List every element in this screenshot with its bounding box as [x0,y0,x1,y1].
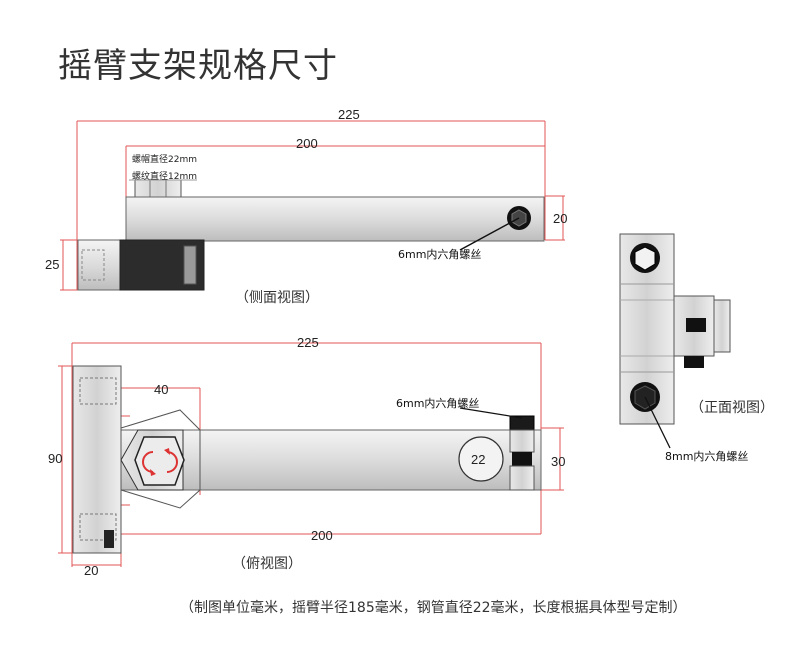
top-dim-arm: 200 [311,528,333,543]
side-dim-total: 225 [338,107,360,122]
top-screw-label: 6mm内六角螺丝 [396,396,479,410]
top-dim-plate-height: 90 [48,451,62,466]
side-view: 225 200 20 25 螺帽直径22mm 螺纹直径12mm 6mm内六角螺 [45,107,567,291]
top-dim-hex-width: 40 [154,382,168,397]
top-hex-nut [134,436,185,486]
front-screw-label: 8mm内六角螺丝 [665,449,748,463]
top-dim-plate-width: 20 [84,563,98,578]
top-dim-ring: 22 [471,452,485,467]
top-base-plate [72,365,122,554]
top-view: 225 200 90 20 40 40 25 30 [48,335,565,578]
top-ring [458,436,504,482]
side-dim-height-block: 25 [45,257,59,272]
note-thread-diameter: 螺纹直径12mm [132,170,197,182]
note-head-diameter: 螺帽直径22mm [132,153,197,165]
side-arm [125,196,545,242]
front-view: （正面视图） 8mm内六角螺丝 [619,233,774,463]
side-bolt-head [134,179,182,199]
top-view-caption: （俯视图） [232,556,302,572]
page-title: 摇臂支架规格尺寸 [58,46,338,86]
front-view-caption: （正面视图） [690,400,774,416]
side-screw-label: 6mm内六角螺丝 [398,247,481,261]
side-dim-arm: 200 [296,136,318,151]
top-dim-total: 225 [297,335,319,350]
side-dim-height-arm: 20 [553,211,567,226]
footnote: （制图单位毫米，摇臂半径185毫米，钢管直径22毫米，长度根据具体型号定制） [180,600,687,616]
top-dim-clamp: 30 [551,454,565,469]
side-view-caption: （侧面视图） [235,290,319,306]
